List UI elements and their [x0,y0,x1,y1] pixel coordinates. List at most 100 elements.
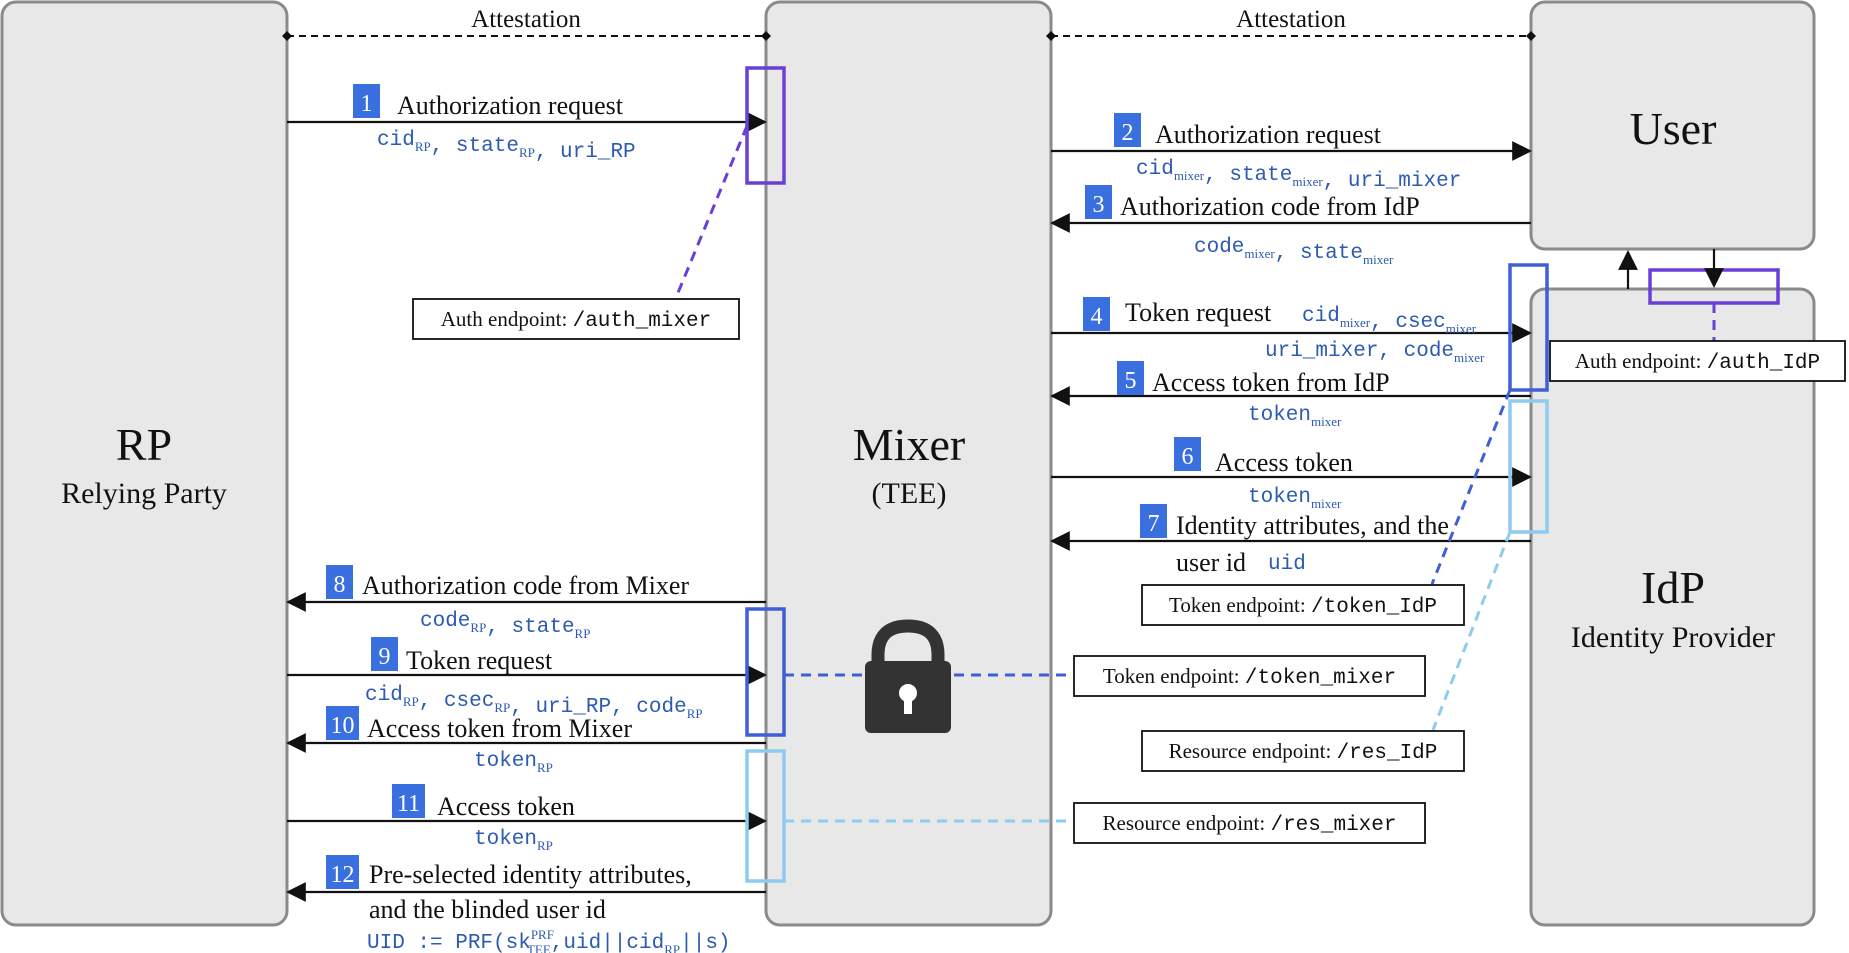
auth-mixer-highlight [745,66,786,185]
endpoint-path: /token_IdP [1311,596,1437,619]
padlock-keyhole [899,684,917,702]
endpoint-label: Resource endpoint: /res_IdP [1169,739,1438,765]
param-name: uid [1268,553,1306,576]
res-idp-highlight [1508,399,1549,534]
step-6 [1051,437,1532,487]
endpoint-frame [1073,802,1426,844]
step-2-label: Authorization request [1155,120,1382,149]
param-subscript: RP [537,838,553,853]
param-name: , csec [419,690,495,713]
rp-subtitle: Relying Party [61,477,227,510]
attestation-label-right: Attestation [1236,6,1346,33]
step-9 [287,637,767,685]
param-subscript: mixer [1454,350,1485,365]
step-12-number: 12 [331,862,355,888]
step-10 [286,706,766,753]
endpoint-kind: Auth endpoint: [441,307,573,331]
step-2-params: cidmixer, statemixer, uri_mixer [1136,158,1461,193]
endpoint-frame [1549,340,1846,382]
uid-formula-mid: ,uid||cid [551,932,664,953]
idp-box [1529,287,1816,927]
step-4 [1051,297,1532,343]
step-6-label: Access token [1215,448,1353,477]
step-1-number: 1 [361,91,373,117]
step-6-params: tokenmixer [1248,486,1342,511]
step-8 [286,565,766,612]
endpoint-kind: Resource endpoint: [1103,811,1271,835]
uid-formula-sub: TEE [527,942,551,953]
step-3 [1050,185,1531,233]
step-11-number: 11 [397,791,420,817]
endpoint-path: /token_mixer [1245,667,1396,690]
step-8-params: codeRP, stateRP [420,610,590,641]
step-7-number: 7 [1148,511,1160,537]
step-2-badge [1114,113,1141,147]
step-5 [1050,361,1531,406]
endpoint-path: /auth_mixer [573,310,712,333]
endpoint-label: Token endpoint: /token_mixer [1103,664,1396,690]
step-10-label: Access token from Mixer [367,714,632,743]
idp-title: IdP [1641,562,1705,613]
endpoint-label: Auth endpoint: /auth_mixer [441,307,711,333]
param-name: token [474,750,537,773]
step-2-number: 2 [1122,120,1134,146]
uid-formula-sub2: RP [664,942,680,953]
attestation-endpoint-diamond [282,31,292,41]
step-9-badge [371,637,398,671]
step-5-number: 5 [1125,368,1137,394]
step-1-badge [353,84,380,118]
step-7-label-line2: user id [1176,548,1246,577]
padlock-keyhole-slot [904,696,912,714]
param-name: , state [1204,164,1292,187]
param-name: , state [1275,242,1363,265]
step-8-number: 8 [334,572,346,598]
mixer-box [764,0,1053,927]
endpoint-box-res-IdP: Resource endpoint: /res_IdP [1141,730,1465,772]
res-idp-connector [1431,531,1512,731]
endpoint-frame [1141,584,1465,626]
endpoint-box-token-IdP: Token endpoint: /token_IdP [1141,584,1465,626]
param-subscript: RP [537,760,553,775]
mixer-title: Mixer [853,419,965,470]
endpoint-kind: Resource endpoint: [1169,739,1337,763]
param-subscript: mixer [1244,246,1275,261]
step-9-label: Token request [406,646,553,675]
step-3-label: Authorization code from IdP [1120,192,1420,221]
mixer-subtitle: (TEE) [872,477,947,510]
param-subscript: mixer [1174,168,1205,183]
endpoint-kind: Auth endpoint: [1575,349,1707,373]
param-name: token [474,828,537,851]
step-7-badge [1140,504,1167,538]
padlock-icon [865,619,951,733]
step-3-params: codemixer, statemixer [1194,236,1394,267]
padlock-shackle [871,619,945,663]
endpoint-kind: Token endpoint: [1103,664,1245,688]
step-3-badge [1085,185,1112,219]
step-11 [287,784,767,831]
idp-subtitle: Identity Provider [1571,621,1775,654]
attestation-endpoint-diamond [761,31,771,41]
param-name: , csec [1370,311,1446,334]
step-4-badge [1083,297,1110,331]
attestation-endpoint-diamond [1046,31,1056,41]
token-mixer-highlight [745,607,786,737]
step-2 [1051,113,1532,161]
param-name: , uri_RP, code [510,696,686,719]
endpoint-path: /res_IdP [1337,742,1438,765]
param-subscript: RP [494,700,510,715]
endpoint-path: /res_mixer [1270,814,1396,837]
param-subscript: RP [403,694,419,709]
param-subscript: RP [470,620,486,635]
uid-formula-sup: PRF [531,927,554,942]
token-idp-highlight [1508,263,1549,392]
param-subscript: RP [687,706,703,721]
res-mixer-highlight [745,749,786,883]
step-6-number: 6 [1182,444,1194,470]
step-3-number: 3 [1093,192,1105,218]
step-5-params: tokenmixer [1248,404,1342,429]
step-9-number: 9 [379,644,391,670]
step-7 [1050,504,1531,551]
endpoint-label: Token endpoint: /token_IdP [1169,593,1437,619]
param-name: token [1248,404,1311,427]
